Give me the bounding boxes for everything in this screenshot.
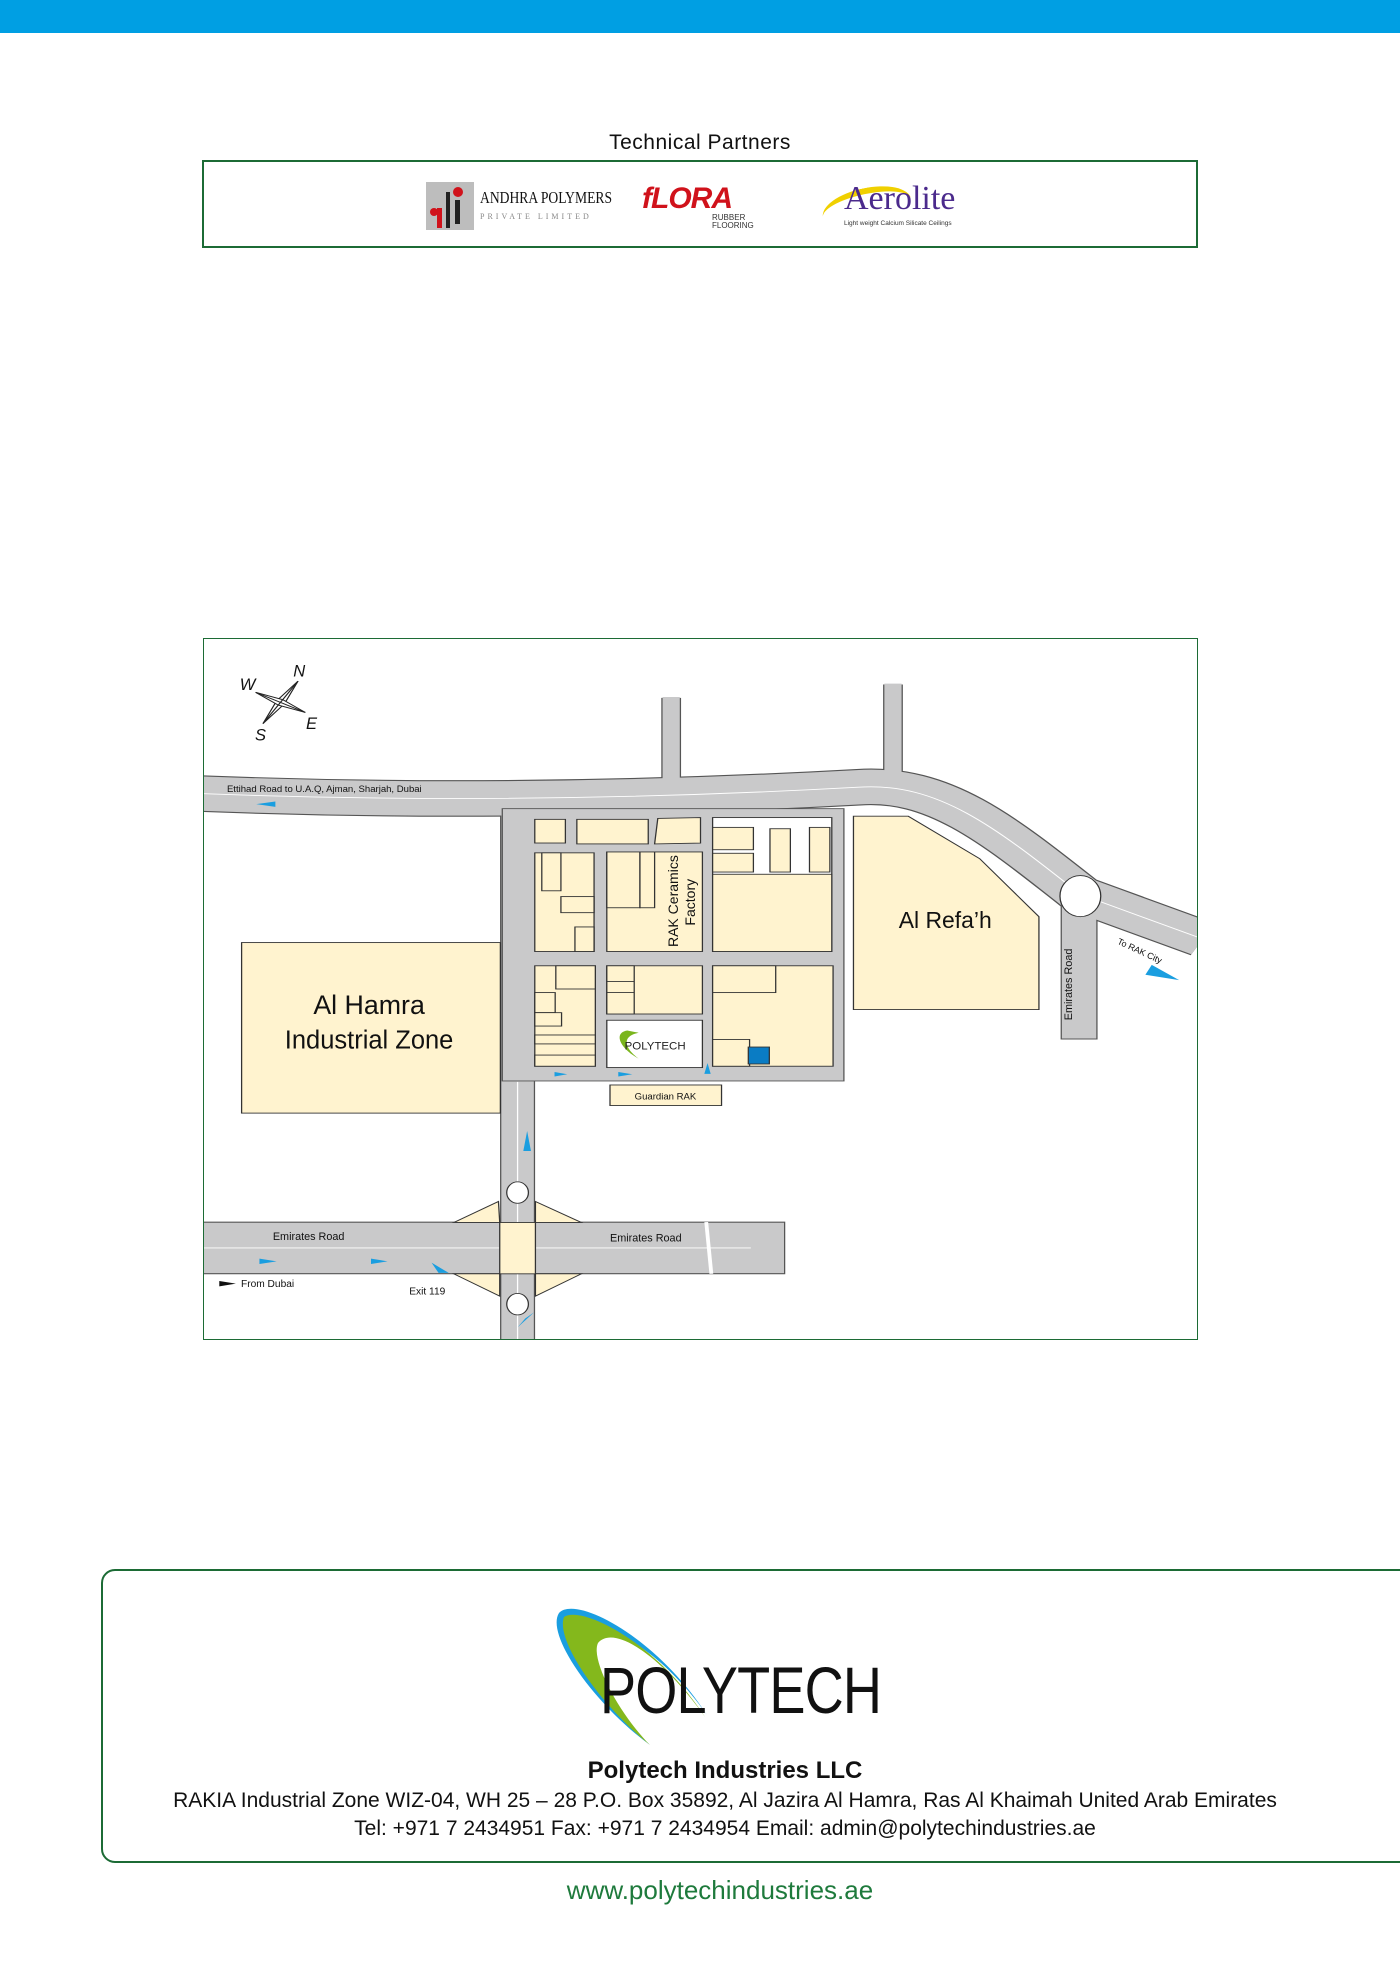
roundabout-east — [1059, 875, 1102, 918]
company-contact: Tel: +971 7 2434951 Fax: +971 7 2434954 … — [354, 1817, 1096, 1840]
rak-ceramics-label: RAK Ceramics — [665, 855, 681, 947]
andhra-sub: PRIVATE LIMITED — [480, 212, 592, 221]
compass-w: W — [240, 675, 257, 694]
roundabout-south — [506, 1293, 530, 1316]
industrial-zone-label: Industrial Zone — [285, 1026, 454, 1054]
map-blocks — [240, 815, 1040, 1114]
polytech-swoosh-icon — [556, 1608, 707, 1745]
factory-label: Factory — [682, 879, 698, 926]
technical-partners-box: ANDHRA POLYMERS PRIVATE LIMITED fLORA RU… — [202, 160, 1198, 248]
compass-s: S — [255, 725, 266, 744]
arrow-icon — [1145, 964, 1180, 981]
aerolite-logo: Aerolite Light weight Calcium Silicate C… — [818, 179, 982, 237]
arrow-icon — [618, 1072, 633, 1077]
polytech-map-label: POLYTECH — [625, 1041, 686, 1053]
aerolite-sub: Light weight Calcium Silicate Ceilings — [844, 220, 952, 227]
andhra-polymers-logo: ANDHRA POLYMERS PRIVATE LIMITED — [426, 182, 614, 232]
polytech-mini-swoosh-icon — [619, 1030, 639, 1059]
al-refah-label: Al Refa’h — [899, 907, 992, 933]
emirates-road-left-label: Emirates Road — [273, 1231, 345, 1243]
website-link[interactable]: www.polytechindustries.ae — [566, 1875, 874, 1905]
contact-box — [101, 1569, 1400, 1863]
emirates-road-right-label: Emirates Road — [610, 1233, 682, 1245]
roundabout-north — [506, 1181, 530, 1204]
compass-icon — [255, 680, 306, 724]
flora-sub: RUBBER FLOORING — [712, 213, 754, 230]
al-hamra-zone — [240, 942, 502, 1114]
arrow-icon — [554, 1072, 568, 1077]
technical-partners-title: Technical Partners — [609, 131, 791, 154]
company-name: Polytech Industries LLC — [587, 1757, 863, 1784]
arrow-icon — [370, 1258, 388, 1264]
site-marker — [747, 1046, 770, 1065]
compass-e: E — [306, 714, 318, 733]
andhra-name: ANDHRA POLYMERS — [480, 188, 613, 207]
exit-119-label: Exit 119 — [409, 1286, 445, 1297]
company-address: RAKIA Industrial Zone WIZ-04, WH 25 – 28… — [173, 1789, 1277, 1812]
arrow-icon — [704, 1063, 711, 1074]
location-map: N W E S Ettihad Road to U.A.Q, Ajman, Sh… — [203, 638, 1198, 1340]
guardian-rak-label: Guardian RAK — [635, 1092, 697, 1103]
al-hamra-label: Al Hamra — [313, 990, 425, 1020]
flora-logo: fLORA RUBBER FLOORING — [642, 182, 802, 232]
arrow-icon — [523, 1130, 531, 1152]
from-dubai-label: From Dubai — [241, 1279, 294, 1290]
arrow-icon — [256, 801, 276, 807]
aerolite-name: Aerolite — [844, 180, 956, 217]
flora-name: fLORA — [642, 182, 733, 215]
from-dubai-arrow-icon — [219, 1280, 236, 1287]
polytech-logo-text: POLYTECH — [600, 1653, 882, 1727]
arrow-icon — [259, 1258, 277, 1264]
emirates-road-vertical-label: Emirates Road — [1063, 949, 1075, 1021]
andhra-mark-icon — [426, 182, 474, 230]
compass-n: N — [293, 661, 305, 680]
ettihad-road-label: Ettihad Road to U.A.Q, Ajman, Sharjah, D… — [227, 784, 422, 795]
polytech-logo: POLYTECH — [555, 1605, 915, 1755]
al-refah-zone — [852, 815, 1040, 1010]
top-accent-bar — [0, 0, 1400, 33]
guardian-rak-block — [609, 1084, 723, 1106]
